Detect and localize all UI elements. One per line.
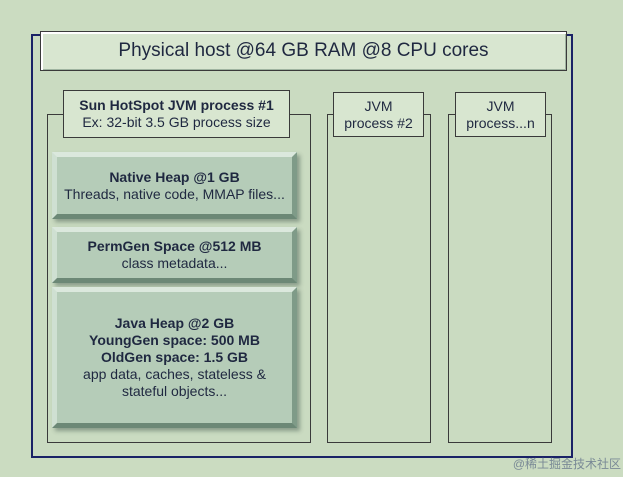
jvm-process-2-line1: JVM: [364, 97, 393, 114]
jvm-process-2-line2: process #2: [344, 114, 413, 131]
jvm-process-1-label: Sun HotSpot JVM process #1 Ex: 32-bit 3.…: [63, 90, 290, 138]
native-heap-block: Native Heap @1 GB Threads, native code, …: [52, 152, 297, 219]
jvm-process-n-label: JVM process...n: [455, 92, 546, 137]
java-heap-young: YoungGen space: 500 MB: [89, 332, 260, 348]
java-heap-block: Java Heap @2 GB YoungGen space: 500 MB O…: [52, 287, 297, 428]
native-heap-title: Native Heap @1 GB: [109, 168, 240, 185]
permgen-title: PermGen Space @512 MB: [87, 238, 262, 254]
java-heap-old: OldGen space: 1.5 GB: [100, 349, 249, 365]
host-title-text: Physical host @64 GB RAM @8 CPU cores: [118, 40, 489, 61]
jvm-process-n-line2: process...n: [466, 114, 535, 131]
permgen-desc: class metadata...: [121, 255, 228, 271]
java-heap-desc-line1: app data, caches, stateless &: [83, 366, 266, 382]
java-heap-desc-line2: stateful objects...: [121, 383, 228, 399]
jvm-process-2-box: [327, 114, 431, 443]
jvm-process-1-title: Sun HotSpot JVM process #1: [79, 97, 274, 113]
host-title: Physical host @64 GB RAM @8 CPU cores: [40, 31, 567, 71]
java-heap-title: Java Heap @2 GB: [114, 315, 235, 331]
watermark: @稀土掘金技术社区: [512, 457, 621, 471]
jvm-process-1-subtitle: Ex: 32-bit 3.5 GB process size: [82, 114, 271, 130]
native-heap-desc: Threads, native code, MMAP files...: [64, 185, 285, 202]
jvm-process-n-line1: JVM: [486, 97, 515, 114]
jvm-process-n-box: [448, 114, 552, 443]
permgen-block: PermGen Space @512 MB class metadata...: [52, 227, 297, 283]
jvm-process-2-label: JVM process #2: [333, 92, 424, 137]
